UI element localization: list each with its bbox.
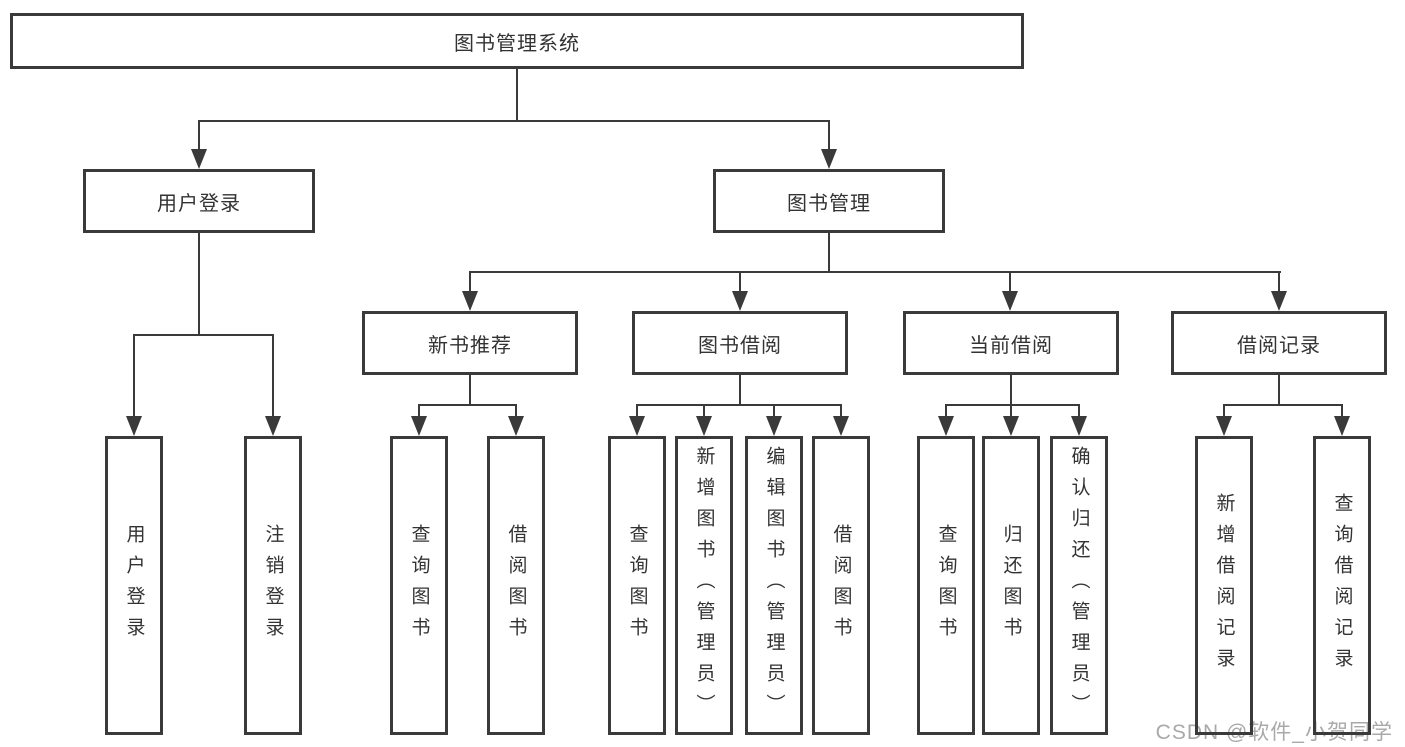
connector-borrow-rail [636,404,841,406]
arrow-down-icon [938,416,954,436]
node-root: 图书管理系统 [10,13,1024,69]
connector-bookmgmt-drop-2 [739,271,741,293]
connector-current-stem [1010,375,1012,406]
connector-borrow-drop-3 [773,404,775,420]
arrow-down-icon [191,149,207,169]
connector-records-drop-2 [1341,404,1343,420]
arrow-down-icon [126,416,142,436]
leaf-current-query-books: 查询图书 [917,436,975,735]
connector-root-rail [198,120,830,122]
leaf-records-query-record: 查询借阅记录 [1313,436,1371,735]
connector-borrow-stem [739,375,741,406]
leaf-newbook-borrow-books-label: 借阅图书 [505,523,527,648]
connector-current-drop-1 [945,404,947,420]
leaf-newbook-query-books-label: 查询图书 [408,523,430,648]
leaf-borrow-edit-books-admin-label: 编辑图书（管理员） [763,446,785,725]
arrow-down-icon [732,291,748,311]
connector-newbook-stem [469,375,471,406]
leaf-user-login: 用户登录 [105,436,163,735]
leaf-newbook-query-books: 查询图书 [390,436,448,735]
leaf-borrow-edit-books-admin: 编辑图书（管理员） [745,436,803,735]
csdn-watermark: CSDN @软件_小贺同学 [1155,721,1393,744]
connector-userlogin-drop-1 [133,334,135,418]
node-book-management-label: 图书管理 [787,192,871,215]
arrow-down-icon [1216,416,1232,436]
arrow-down-icon [1002,291,1018,311]
connector-current-rail [945,404,1079,406]
node-root-label: 图书管理系统 [454,32,580,55]
connector-bookmgmt-drop-4 [1278,271,1280,293]
connector-records-drop-1 [1223,404,1225,420]
arrow-down-icon [1271,291,1287,311]
node-current-borrowing: 当前借阅 [903,311,1119,375]
leaf-borrow-query-books: 查询图书 [608,436,666,735]
leaf-borrow-borrow-books-label: 借阅图书 [830,523,852,648]
arrow-down-icon [629,416,645,436]
node-user-login-label: 用户登录 [157,192,241,215]
arrow-down-icon [1334,416,1350,436]
leaf-borrow-borrow-books: 借阅图书 [812,436,870,735]
node-book-borrowing: 图书借阅 [632,311,848,375]
connector-bookmgmt-stem [828,233,830,273]
leaf-records-add-record-label: 新增借阅记录 [1213,492,1235,679]
leaf-current-confirm-return-admin-label: 确认归还（管理员） [1068,446,1090,725]
connector-userlogin-stem [198,233,200,336]
leaf-borrow-add-books-admin: 新增图书（管理员） [675,436,733,735]
arrow-down-icon [411,416,427,436]
node-book-management: 图书管理 [713,169,945,233]
leaf-logout: 注销登录 [244,436,302,735]
leaf-current-return-books: 归还图书 [982,436,1040,735]
connector-bookmgmt-rail [469,271,1281,273]
arrow-down-icon [833,416,849,436]
connector-bookmgmt-drop-1 [469,271,471,293]
connector-root-drop-left [198,120,200,151]
arrow-down-icon [766,416,782,436]
connector-userlogin-drop-2 [272,334,274,418]
connector-newbook-drop-2 [515,404,517,420]
connector-newbook-drop-1 [418,404,420,420]
leaf-newbook-borrow-books: 借阅图书 [487,436,545,735]
connector-borrow-drop-4 [840,404,842,420]
connector-root-drop-right [828,120,830,151]
connector-newbook-rail [418,404,517,406]
leaf-current-return-books-label: 归还图书 [1000,523,1022,648]
connector-current-drop-2 [1010,404,1012,420]
node-user-login: 用户登录 [83,169,315,233]
leaf-user-login-label: 用户登录 [123,523,145,648]
arrow-down-icon [696,416,712,436]
connector-records-stem [1278,375,1280,406]
connector-root-stem [516,69,518,122]
node-new-book-recommend: 新书推荐 [362,311,578,375]
connector-records-rail [1223,404,1342,406]
connector-current-drop-3 [1078,404,1080,420]
arrow-down-icon [462,291,478,311]
leaf-borrow-add-books-admin-label: 新增图书（管理员） [693,446,715,725]
connector-borrow-drop-1 [636,404,638,420]
arrow-down-icon [1003,416,1019,436]
node-book-borrowing-label: 图书借阅 [698,334,782,357]
leaf-records-query-record-label: 查询借阅记录 [1331,492,1353,679]
leaf-current-query-books-label: 查询图书 [935,523,957,648]
leaf-records-add-record: 新增借阅记录 [1195,436,1253,735]
node-borrowing-records-label: 借阅记录 [1237,334,1321,357]
arrow-down-icon [821,149,837,169]
connector-borrow-drop-2 [703,404,705,420]
arrow-down-icon [1071,416,1087,436]
leaf-logout-label: 注销登录 [262,523,284,648]
connector-bookmgmt-drop-3 [1009,271,1011,293]
arrow-down-icon [265,416,281,436]
arrow-down-icon [508,416,524,436]
node-borrowing-records: 借阅记录 [1171,311,1387,375]
leaf-borrow-query-books-label: 查询图书 [626,523,648,648]
leaf-current-confirm-return-admin: 确认归还（管理员） [1050,436,1108,735]
node-new-book-recommend-label: 新书推荐 [428,334,512,357]
node-current-borrowing-label: 当前借阅 [969,334,1053,357]
connector-userlogin-rail [133,334,274,336]
